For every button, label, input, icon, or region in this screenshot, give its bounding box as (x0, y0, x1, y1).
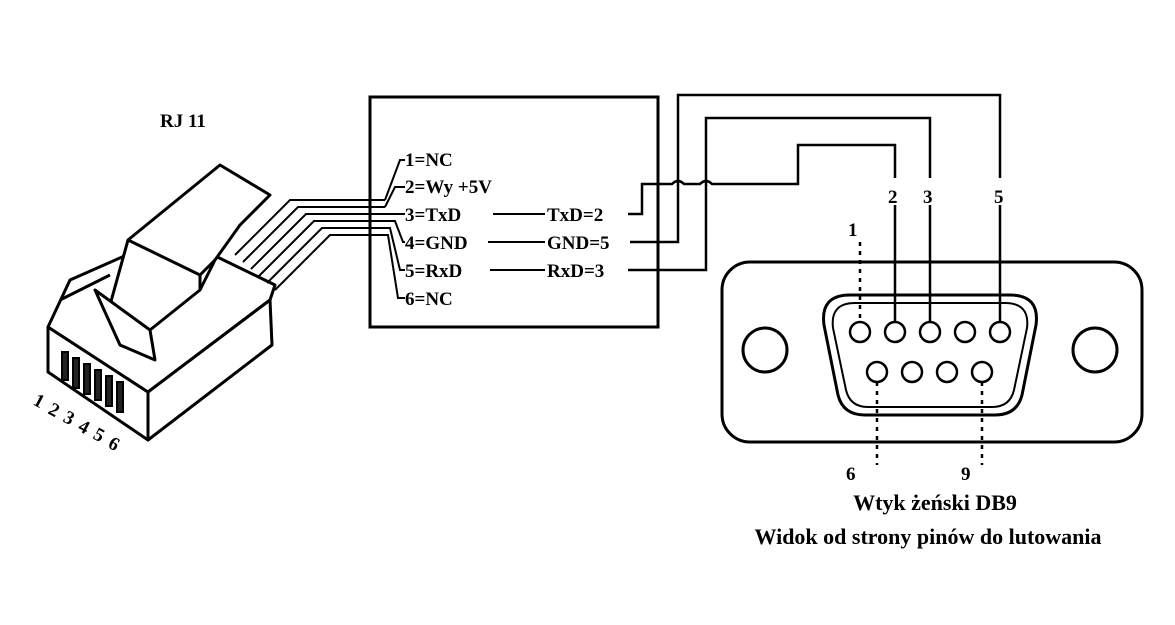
db9-pin-9-number: 9 (961, 464, 971, 485)
rj11-connector (46, 163, 277, 442)
db9-txd-label: TxD=2 (547, 205, 603, 226)
wiring-box (368, 95, 660, 329)
db9-pin-1-number: 1 (848, 220, 858, 241)
db9-gnd-label: GND=5 (547, 233, 610, 254)
routing-wires (628, 93, 1002, 272)
db9-rxd-label: RxD=3 (547, 261, 604, 282)
rj-pin-6-label: 6=NC (405, 289, 453, 310)
rj11-pin-number: 2 (45, 399, 63, 422)
rj11-wires (234, 199, 385, 291)
rj11-pin-number: 6 (105, 433, 123, 456)
mount-hole-left (741, 326, 789, 374)
rj-pin-4-label: 4=GND (405, 233, 468, 254)
db9-pin-2-number: 2 (888, 187, 898, 208)
rj-pin-1-label: 1=NC (405, 150, 453, 171)
rj11-contacts (61, 351, 124, 413)
rj11-pin-number: 5 (90, 424, 108, 447)
rj-pin-2-label: 2=Wy +5V (405, 177, 492, 198)
db9-connector (720, 260, 1144, 444)
rj11-pin-number: 3 (60, 407, 78, 430)
pin-fan-lines (384, 159, 405, 299)
db9-pin-3-number: 3 (923, 187, 933, 208)
db9-pin-5-number: 5 (994, 187, 1004, 208)
rj-pin-3-label: 3=TxD (405, 205, 461, 226)
db9-caption-title: Wtyk żeński DB9 (853, 490, 1017, 515)
db9-dashed-leaders (858, 242, 984, 465)
rj11-title: RJ 11 (160, 111, 206, 132)
db9-caption-subtitle: Widok od strony pinów do lutowania (754, 524, 1101, 549)
rj11-pin-number: 1 (30, 390, 48, 413)
signal-links (488, 213, 545, 271)
db9-pin-leaders (893, 205, 1002, 322)
db9-pin-6-number: 6 (846, 464, 856, 485)
rj-pin-5-label: 5=RxD (405, 261, 462, 282)
rj11-pin-number: 4 (75, 416, 94, 439)
mount-hole-right (1071, 326, 1119, 374)
